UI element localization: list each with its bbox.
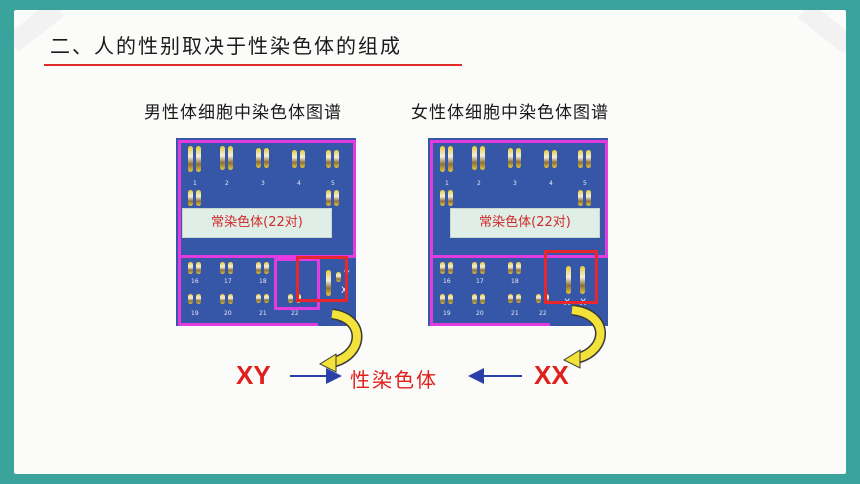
male-sex-chromosomes: XY [236,360,271,390]
male-karyotype-caption: 男性体细胞中染色体图谱 [144,103,342,123]
male-autosome-label: 常染色体(22对) [182,208,332,238]
female-sex-chromosome-highlight [544,250,598,304]
female-karyotype-caption: 女性体细胞中染色体图谱 [411,103,609,123]
slide: 二、人的性别取决于性染色体的组成 男性体细胞中染色体图谱 女性体细胞中染色体图谱… [14,10,846,474]
female-autosome-outline [430,140,608,258]
male-sex-chromosome-highlight [296,256,348,302]
male-autosome-outline-lower [178,256,318,326]
page-title: 二、人的性别取决于性染色体的组成 [50,34,402,58]
female-sex-chromosomes: XX [534,360,569,390]
arrows-overlay [290,304,606,384]
sex-chromosome-label: 性染色体 [350,368,438,392]
female-autosome-label: 常染色体(22对) [450,208,600,238]
male-autosome-outline [178,140,356,258]
female-autosome-outline-lower [430,256,550,326]
title-underline [44,64,462,66]
